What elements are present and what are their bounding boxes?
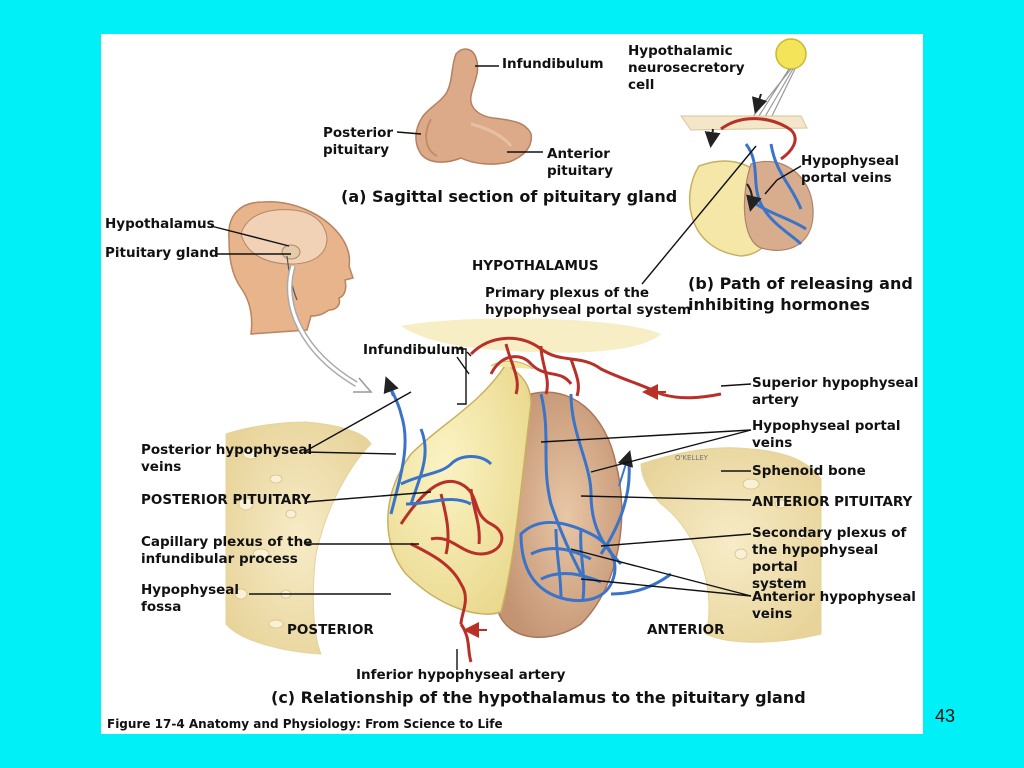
label-capillary-plexus: Capillary plexus of the infundibular pro… [141,534,313,567]
label-sphenoid-bone: Sphenoid bone [752,463,866,479]
label-posterior-pituitary-c: POSTERIOR PITUITARY [141,492,311,508]
label-infundibulum-a: Infundibulum [502,56,604,72]
label-hypothalamus: Hypothalamus [105,216,215,232]
caption-a: (a) Sagittal section of pituitary gland [341,187,678,206]
label-hypothalamus-caps: HYPOTHALAMUS [472,258,599,274]
sphenoid-bone-left [225,421,372,655]
label-posterior-veins: Posterior hypophyseal veins [141,442,313,475]
bone-pores [234,448,809,629]
sphenoid-bone-right [640,447,822,643]
figure-credit: Figure 17-4 Anatomy and Physiology: From… [107,717,503,731]
portal-path-diagram [680,38,814,257]
label-anterior: ANTERIOR [647,622,725,638]
primary-plexus [469,336,722,400]
caption-b: (b) Path of releasing and inhibiting hor… [688,274,913,314]
label-posterior: POSTERIOR [287,622,374,638]
label-posterior-pituitary-a: Posterior pituitary [323,125,394,158]
label-anterior-veins: Anterior hypophyseal veins [752,589,916,622]
caption-c: (c) Relationship of the hypothalamus to … [271,688,806,707]
label-inferior-artery: Inferior hypophyseal artery [356,667,566,683]
posterior-veins [387,383,493,515]
leader-lines [210,65,802,670]
label-anterior-pituitary-c: ANTERIOR PITUITARY [752,494,913,510]
label-infundibulum-c: Infundibulum [363,342,465,358]
label-primary-plexus: Primary plexus of the hypophyseal portal… [485,285,692,318]
artist-signature: O'KELLEY [675,454,708,462]
label-secondary-plexus: Secondary plexus of the hypophyseal port… [752,525,907,592]
label-hypothalamic-cell: Hypothalamic neurosecretory cell [628,43,745,93]
label-hypophyseal-fossa: Hypophyseal fossa [141,582,240,615]
label-anterior-pituitary-a: Anterior pituitary [547,146,614,179]
figure-panel: Infundibulum Posterior pituitary Anterio… [101,34,923,734]
label-pituitary-gland: Pituitary gland [105,245,219,261]
label-portal-veins-b: Hypophyseal portal veins [801,153,900,186]
sagittal-section-image [415,48,533,165]
label-superior-artery: Superior hypophyseal artery [752,375,919,408]
pituitary-diagram [210,38,822,670]
page-number: 43 [935,706,956,726]
label-portal-veins-c: Hypophyseal portal veins [752,418,901,451]
